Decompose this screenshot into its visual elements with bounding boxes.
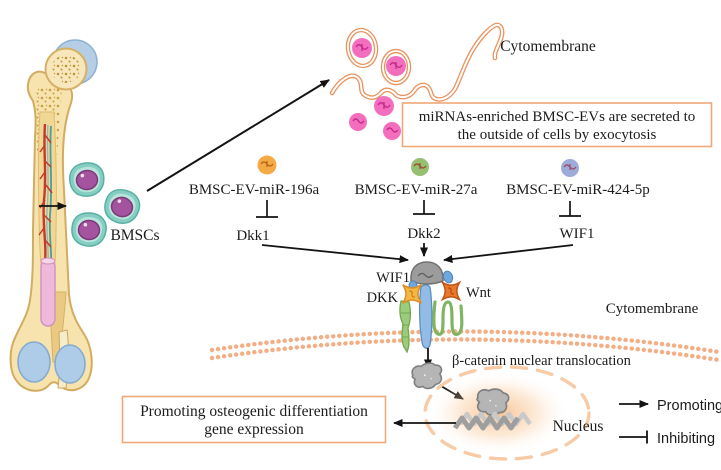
nucleus: Nucleus: [423, 365, 604, 461]
marrow-plug-top: [40, 257, 56, 265]
beta-catenin-protein: [411, 362, 443, 390]
marrow-vessel-blue: [46, 124, 49, 264]
outcome-box: Promoting osteogenic differentiation gen…: [121, 395, 456, 444]
mirna-squiggle: [260, 161, 274, 167]
bone-condyle-right: [54, 344, 86, 384]
mirna-squiggle: [352, 118, 365, 124]
wnt-protein-label: Wnt: [466, 285, 491, 301]
wif1-protein-label: WIF1: [376, 270, 410, 286]
exocytosis-note-line1: miRNAs-enriched BMSC-EVs are secreted to: [419, 109, 696, 125]
dkk1-label: Dkk1: [236, 228, 269, 244]
wif1-target-label: WIF1: [560, 226, 595, 242]
mirna-squiggle: [355, 44, 369, 51]
bmsc-cells: BMSCs: [68, 162, 160, 247]
dkk2-label: Dkk2: [407, 226, 440, 242]
legend: Promoting Inhibiting: [619, 398, 721, 447]
lrp-receptor: [399, 300, 412, 354]
membrane-pocket-1-inner: [347, 29, 377, 67]
bmsc-cell: [71, 212, 107, 247]
bone-illustration: [9, 39, 98, 392]
pathway-mir-424-5p: BMSC-EV-miR-424-5p WIF1: [506, 159, 650, 242]
membrane-row-2: [209, 337, 721, 363]
wif1-to-receptor-arrow: [443, 244, 574, 263]
marrow-plug: [40, 259, 56, 327]
exocytosis-note-box: miRNAs-enriched BMSC-EVs are secreted to…: [401, 102, 713, 148]
ev-vesicle: [349, 113, 367, 131]
cytomembrane-top-label: Cytomembrane: [500, 38, 596, 55]
ev-vesicle: [383, 122, 401, 140]
bmscs-label: BMSCs: [110, 227, 159, 244]
frizzled-receptor-loops: [432, 300, 464, 336]
wnt-protein: [440, 280, 462, 302]
membrane-row-1: [209, 329, 721, 355]
mir-424-5p-label: BMSC-EV-miR-424-5p: [506, 182, 650, 198]
exocytosis-membrane: Cytomembrane: [329, 22, 596, 140]
bone-condyle-left: [17, 341, 51, 383]
pathway-mir-27a: BMSC-EV-miR-27a Dkk2: [355, 158, 478, 242]
dna-zigzag-front: [452, 415, 521, 431]
lrp-receptor-bands: [401, 312, 410, 338]
dkk-protein-label: DKK: [367, 290, 399, 306]
exocytosis-note-line2: the outside of cells by exocytosis: [458, 127, 657, 143]
dkk1-to-receptor-arrow: [261, 244, 409, 264]
mirna-squiggle: [386, 127, 399, 133]
inhibition-symbol: [413, 200, 435, 215]
ev-vesicles: [349, 38, 406, 140]
inhibition-symbol: [256, 200, 278, 218]
receptor-complex: WIF1 DKK Wnt: [367, 261, 491, 354]
connector-blue-right: [442, 270, 454, 284]
membrane-wave-inner: [331, 23, 504, 101]
mirna-squiggle: [389, 62, 403, 69]
legend-promoting-label: Promoting: [657, 398, 721, 414]
nucleus-label: Nucleus: [553, 418, 604, 435]
legend-inhibiting-label: Inhibiting: [657, 431, 715, 447]
outcome-line1: Promoting osteogenic differentiation: [140, 403, 368, 420]
plasma-membrane: Cytomembrane: [209, 301, 721, 363]
wif1-protein-detail: [417, 272, 434, 278]
bmsc-cell: [68, 162, 105, 197]
bmsc-cell: [104, 188, 141, 224]
marrow-vessel-branches: [38, 134, 53, 248]
mirna-squiggle: [563, 164, 577, 170]
inhibition-symbol: [559, 201, 581, 217]
outcome-line2: gene expression: [204, 421, 304, 438]
bone-trabecular-speckles: [51, 55, 81, 83]
pathway-mir-196a: BMSC-EV-miR-196a Dkk1: [189, 155, 320, 244]
central-receptor: [418, 284, 433, 349]
marrow-vessel-teal: [48, 125, 53, 265]
mir-27a-label: BMSC-EV-miR-27a: [355, 182, 478, 198]
beta-catenin-label: β-catenin nuclear translocation: [452, 353, 632, 369]
membrane-pocket-2-inner: [382, 50, 410, 84]
nucleus-envelope: [423, 365, 591, 461]
cells-to-membrane-arrow: [146, 79, 330, 192]
mirna-squiggle: [377, 102, 391, 109]
inhibiting-bar-icon: [619, 430, 648, 444]
beta-catenin-in-nucleus: [476, 388, 510, 417]
outcome-box-rect: [121, 395, 387, 444]
cytomembrane-right-label: Cytomembrane: [606, 301, 699, 317]
wif1-protein: [410, 261, 444, 285]
mirna-squiggle: [413, 163, 427, 169]
mir-196a-label: BMSC-EV-miR-196a: [189, 182, 320, 198]
dkk-protein: [402, 284, 422, 304]
exocytosis-note-rect: [401, 102, 713, 148]
